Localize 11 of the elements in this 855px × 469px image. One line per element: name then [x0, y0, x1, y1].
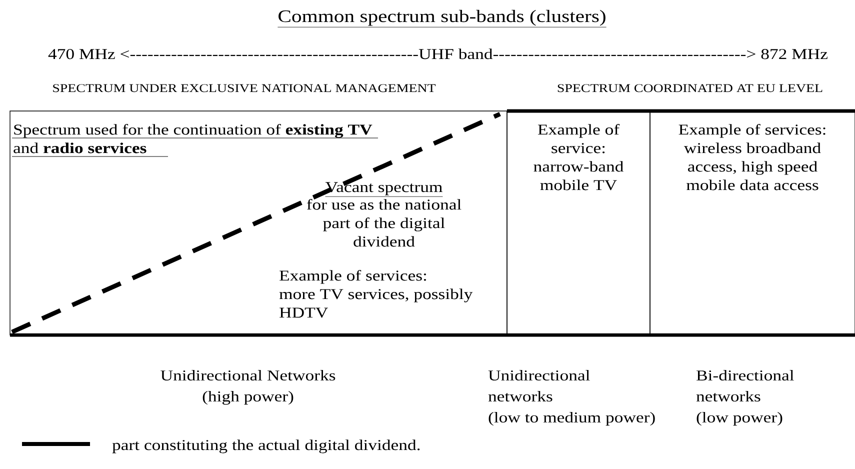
legend-text: part constituting the actual digital dividend. — [112, 440, 420, 454]
section-heading: SPECTRUM UNDER EXCLUSIVE NATIONAL MANAGEMENT — [53, 84, 436, 92]
spectrum-band-box: Spectrum used for the continuation of existing TV and radio services Vacant spectrum for use as the national part of the digital dividend Example of services: more TV services, possibly HDTV — [10, 110, 508, 336]
title: Common spectrum sub-bands (clusters) — [278, 10, 606, 28]
spectrum-band-box: Example of service: narrow-band mobile TV — [506, 110, 650, 336]
frequency-range-label: 470 MHz <-------------------------------------------------UHF band-------------------------------------------> 872 MHz — [48, 48, 828, 60]
spectrum-band-box: Example of services: wireless broadband access, high speed mobile data access — [650, 110, 855, 336]
network-type-label: Unidirectional networks (low to medium power) — [488, 370, 655, 426]
network-type-label: Bi-directional networks (low power) — [696, 370, 794, 426]
section-heading: SPECTRUM COORDINATED AT EU LEVEL — [558, 84, 822, 92]
network-type-label: Unidirectional Networks (high power) — [160, 370, 336, 405]
